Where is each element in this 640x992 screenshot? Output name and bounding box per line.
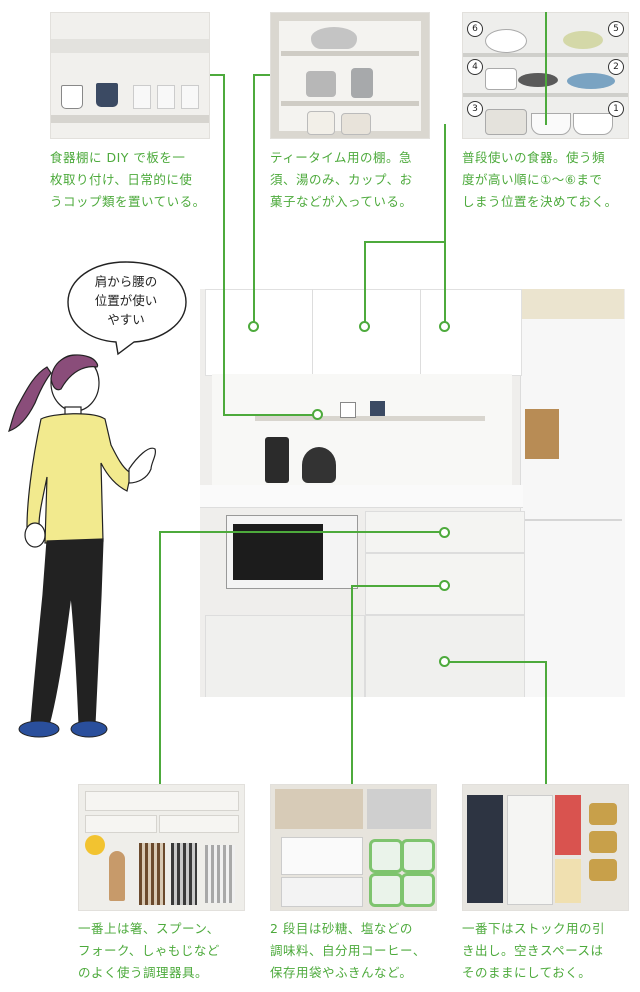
photo-drawer-utensils [78,784,245,911]
caption-dishes: 普段使いの食器。使う頻 度が高い順に①〜⑥まで しまう位置を決めておく。 [462,150,618,209]
glass-icon [181,85,199,109]
jar-icon [351,68,373,98]
caption-drawer-seasonings: 2 段目は砂糖、塩などの 調味料、自分用コーヒー、 保存用袋やふきんなど。 [270,921,426,980]
fork-icon [205,845,235,903]
connector-line [253,74,255,322]
pot-icon [311,27,357,49]
connector-line [351,585,353,784]
marker-dot [439,580,450,591]
bottle-icon [589,803,617,825]
jar-icon [401,839,435,873]
jar-icon [369,839,403,873]
connector-line [352,585,440,587]
connector-line [159,531,161,784]
spoon-icon [109,851,125,901]
dish-number-3: 3 [467,101,483,117]
connector-line [448,661,545,663]
microwave [226,515,358,589]
speech-bubble [67,261,187,356]
bowl-icon [573,113,613,135]
marker-dot [248,321,259,332]
plate-icon [485,29,527,53]
connector-line [223,74,225,415]
connector-line [545,661,547,784]
dish-number-1: 1 [608,101,624,117]
caption-tea-shelf: ティータイム用の棚。急 須、湯のみ、カップ、お 菓子などが入っている。 [270,150,413,209]
cup-icon [341,113,371,135]
photo-tea-shelf [270,12,430,139]
chopsticks-icon [171,843,197,905]
connector-line [160,531,442,533]
dish-number-6: 6 [467,21,483,37]
connector-line [545,12,547,125]
photo-drawer-stock [462,784,629,911]
jar-icon [369,873,403,907]
fridge [520,319,625,697]
plate-icon [567,73,615,89]
kettle-icon [302,447,336,483]
connector-line [364,241,446,243]
caption-cup-shelf: 食器棚に DIY で板を一 枚取り付け、日常的に使 うコップ類を置いている。 [50,150,206,209]
bottle-icon [589,831,617,853]
caption-drawer-stock: 一番下はストック用の引 き出し。空きスペースは そのままにしておく。 [462,921,606,980]
mug-icon [96,83,118,107]
plate-icon [485,68,517,90]
caption-drawer-utensils: 一番上は箸、スプーン、 フォーク、しゃもじなど のよく使う調理器具。 [78,921,220,980]
coffee-maker [265,437,289,483]
plate-icon [518,73,558,87]
mug-icon [370,401,385,416]
dish-number-5: 5 [608,21,624,37]
dish-number-2: 2 [608,59,624,75]
plate-icon [563,31,603,49]
connector-line [210,74,224,76]
glass-icon [157,85,175,109]
mug-icon [61,85,83,109]
bowl-icon [485,109,527,135]
connector-line [444,124,446,322]
bowl-icon [306,71,336,97]
glass-icon [133,85,151,109]
photo-cupboard [200,289,625,697]
marker-dot [312,409,323,420]
dish-number-4: 4 [467,59,483,75]
cup-icon [307,111,335,135]
speech-text: 肩から腰の 位置が使い やすい [94,274,158,327]
mug-icon [340,402,356,418]
photo-cup-shelf [50,12,210,139]
connector-line [254,74,270,76]
cutting-board [525,409,559,459]
marker-dot [359,321,370,332]
marker-dot [439,321,450,332]
woman-illustration [8,354,157,738]
marker-dot [439,656,450,667]
bowl-icon [531,113,571,135]
marker-dot [439,527,450,538]
jar-icon [401,873,435,907]
connector-line [364,241,366,323]
bottle-icon [589,859,617,881]
photo-drawer-seasonings [270,784,437,911]
connector-line [223,414,315,416]
chopsticks-icon [139,843,165,905]
